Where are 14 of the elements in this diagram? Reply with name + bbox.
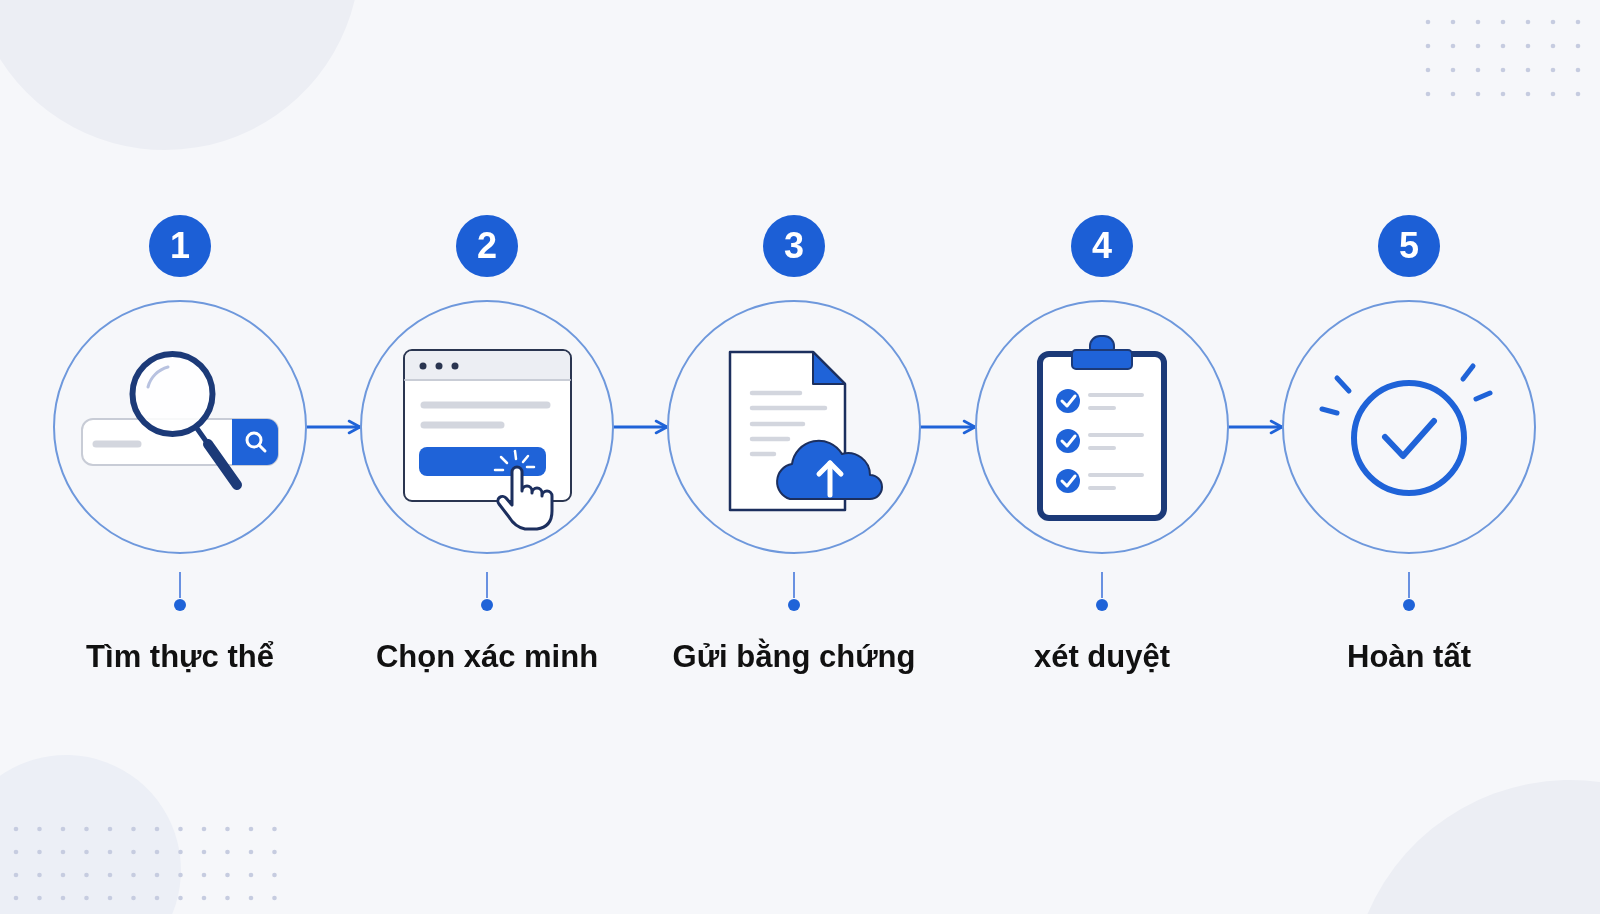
arrow	[1227, 419, 1284, 435]
step-label: Hoàn tất	[1347, 639, 1471, 675]
step-label: xét duyệt	[1033, 639, 1171, 675]
step-label: Tìm thực thể	[86, 639, 274, 675]
step-label: Gửi bằng chứng	[672, 639, 916, 675]
step-label: Chọn xác minh	[375, 639, 599, 675]
step-number-badge: 3	[763, 215, 825, 277]
step-number-badge: 4	[1071, 215, 1133, 277]
step-number-badge: 5	[1378, 215, 1440, 277]
arrow	[612, 419, 669, 435]
arrow	[305, 419, 362, 435]
arrow	[919, 419, 977, 435]
step-number-badge: 2	[456, 215, 518, 277]
step-number-badge: 1	[149, 215, 211, 277]
